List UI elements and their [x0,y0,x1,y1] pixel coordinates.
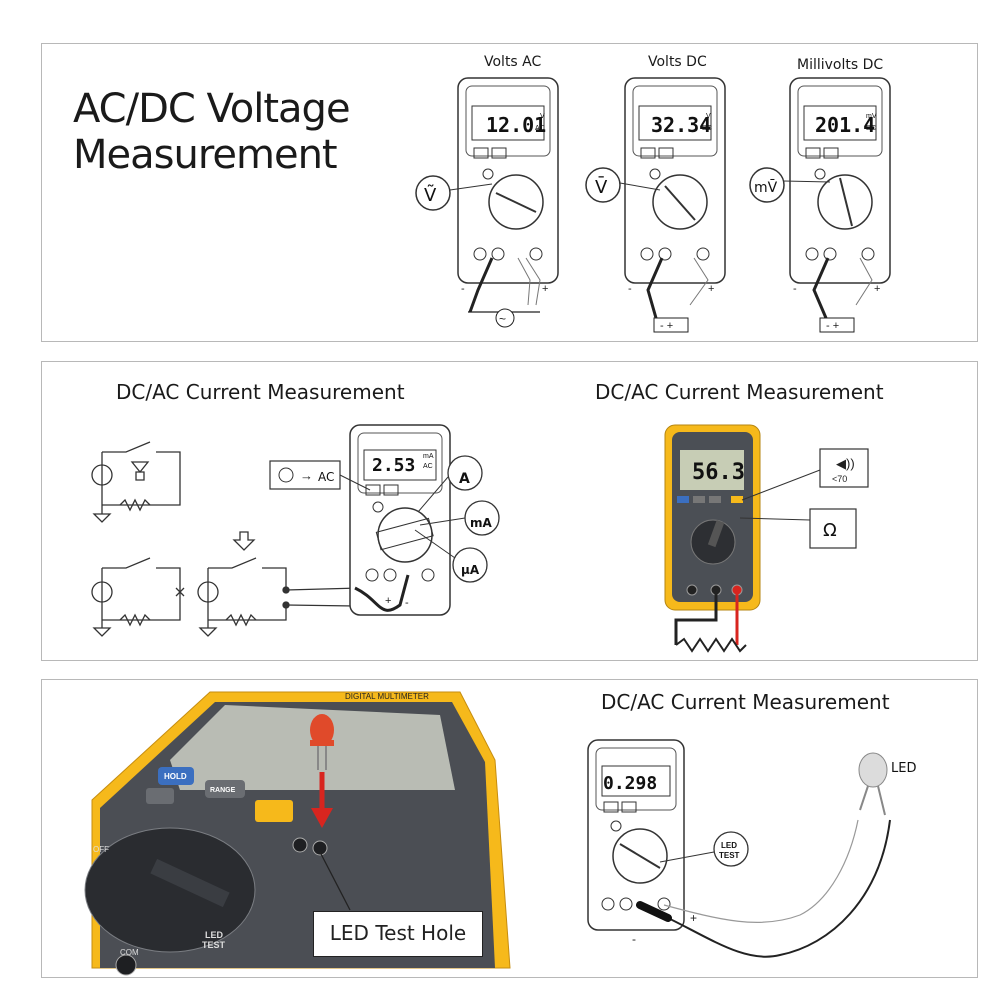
sound-icon: ◀)) [836,456,855,471]
svg-text:~: ~ [499,312,506,326]
millivolts-dc-label: Millivolts DC [797,57,884,73]
led-bulb-icon [858,752,888,788]
volts-dc-label: Volts DC [648,54,707,70]
circuit-diagram-2 [91,557,185,637]
circuit-diagram-1 [91,441,181,523]
current-meter-display: 2.53 [372,455,415,476]
voltage-title-line1: AC/DC Voltage [73,86,351,132]
meter-volts-dc [624,77,726,284]
yellow-meter-closeup [84,691,511,976]
led-photo [310,714,334,746]
mv-selector-icon [749,167,785,203]
meter3-unit-top: mV [866,113,877,120]
current-title-left: DC/AC Current Measurement [116,380,405,404]
led-test-label-1: LED [721,841,737,850]
svg-text:→: → [300,468,313,483]
led-test-hole-callout: LED Test Hole [313,911,483,957]
ohm-box [809,508,857,549]
volts-ac-label: Volts AC [484,54,542,70]
svg-text:+: + [385,595,391,607]
voltage-title: AC/DC Voltage Measurement [73,86,351,178]
svg-text:+: + [708,283,714,295]
ohm-symbol: Ω [823,520,837,541]
continuity-box [819,448,869,488]
svg-text:-: - [632,932,636,946]
range-ua-label: μA [461,563,480,577]
svg-text:-: - [628,283,632,295]
meter1-symbol: Ṽ [424,184,437,206]
meter2-unit-top: V [706,113,711,120]
led-test-dial-label-1: LED [205,930,224,940]
range-button-label: RANGE [210,787,236,794]
circuit-diagram-3 [197,531,361,637]
led-test-icon [713,831,749,867]
com-label: COM [120,948,139,957]
voltage-title-line2: Measurement [73,132,338,178]
meter-current [349,424,451,616]
dc-volt-selector-icon [585,167,621,203]
meter-millivolts-dc [789,77,891,284]
current-meter-unit-bottom: AC [423,463,433,470]
ac-label: AC [318,470,334,484]
range-ma-label: mA [470,516,493,530]
fluke-meter-photo [664,424,761,611]
meter2-unit-bottom: DC [702,125,712,132]
svg-text:- +: - + [826,320,839,332]
svg-text:-: - [461,283,465,295]
meter1-unit-bottom: AC [535,125,545,132]
meter1-display: 12.01 [486,113,546,137]
current-meter-unit-top: mA [423,453,434,460]
ac-volt-selector-icon [415,175,451,211]
meter2-display: 32.34 [651,113,711,137]
meter3-unit-bottom: DC [866,125,876,132]
fluke-display: 56.3 [692,460,745,485]
svg-text:+: + [690,911,697,925]
meter2-symbol: V̄ [595,176,608,198]
svg-text:+: + [542,283,548,295]
range-a-icon [447,455,483,491]
continuity-text: <70 [832,474,847,484]
led-test-dial-label-2: TEST [202,940,226,950]
meter3-symbol: mV̄ [754,178,778,196]
meter-volts-ac [457,77,559,284]
meter3-display: 201.4 [815,113,875,137]
range-a-label: A [459,471,470,487]
svg-text:+: + [874,283,880,295]
off-label: OFF [93,845,109,854]
led-meter-display: 0.298 [603,773,657,794]
svg-text:-: - [405,597,409,609]
svg-text:- +: - + [660,320,673,332]
led-panel-title: DC/AC Current Measurement [601,690,890,714]
led-test-label-2: TEST [719,851,740,860]
range-ua-icon [452,547,488,583]
led-label: LED [891,761,916,776]
digital-multimeter-label: DIGITAL MULTIMETER [345,692,429,701]
current-title-right: DC/AC Current Measurement [595,380,884,404]
meter1-unit-top: V [540,113,545,120]
meter-led-test [587,739,685,931]
hold-button-label: HOLD [164,772,187,781]
svg-text:-: - [793,283,797,295]
